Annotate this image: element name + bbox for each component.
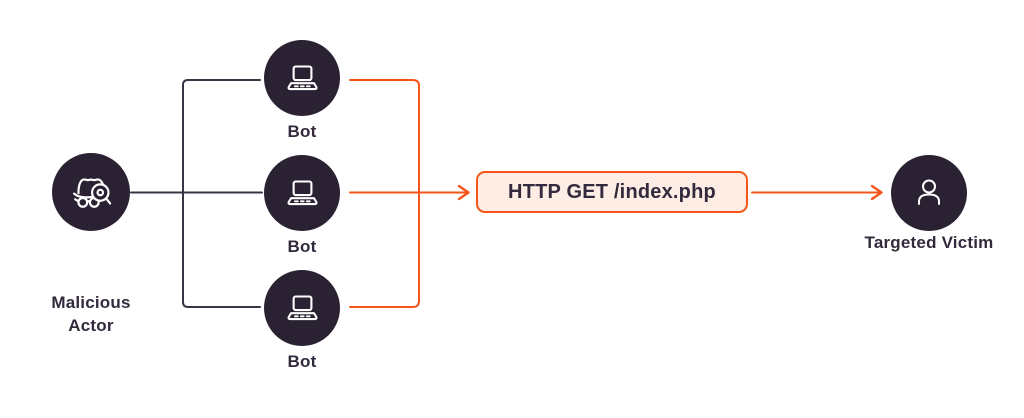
malicious-actor-node <box>52 153 130 231</box>
bots-to-request-connectors <box>349 79 470 308</box>
bot-node-1 <box>264 40 340 116</box>
arrow-right-icon <box>870 184 883 201</box>
bot-label-2: Bot <box>287 237 317 256</box>
http-request-box: HTTP GET /index.php <box>476 171 748 213</box>
request-to-victim-connector <box>751 184 883 201</box>
spy-incognito-icon <box>73 178 112 208</box>
bot-label-1: Bot <box>287 122 317 141</box>
laptop-icon <box>287 295 318 321</box>
person-icon <box>918 179 940 205</box>
laptop-icon <box>287 65 318 91</box>
targeted-victim-label: Targeted Victim <box>864 233 994 252</box>
arrow-right-icon <box>457 184 470 201</box>
bot-node-2 <box>264 155 340 231</box>
malicious-actor-label: Malicious Actor <box>51 293 131 335</box>
bot-node-3 <box>264 270 340 346</box>
targeted-victim-node <box>891 155 967 231</box>
http-request-label: HTTP GET /index.php <box>508 180 716 203</box>
actor-to-bots-connectors <box>130 79 263 308</box>
laptop-icon <box>287 180 318 206</box>
bot-label-3: Bot <box>287 352 317 371</box>
